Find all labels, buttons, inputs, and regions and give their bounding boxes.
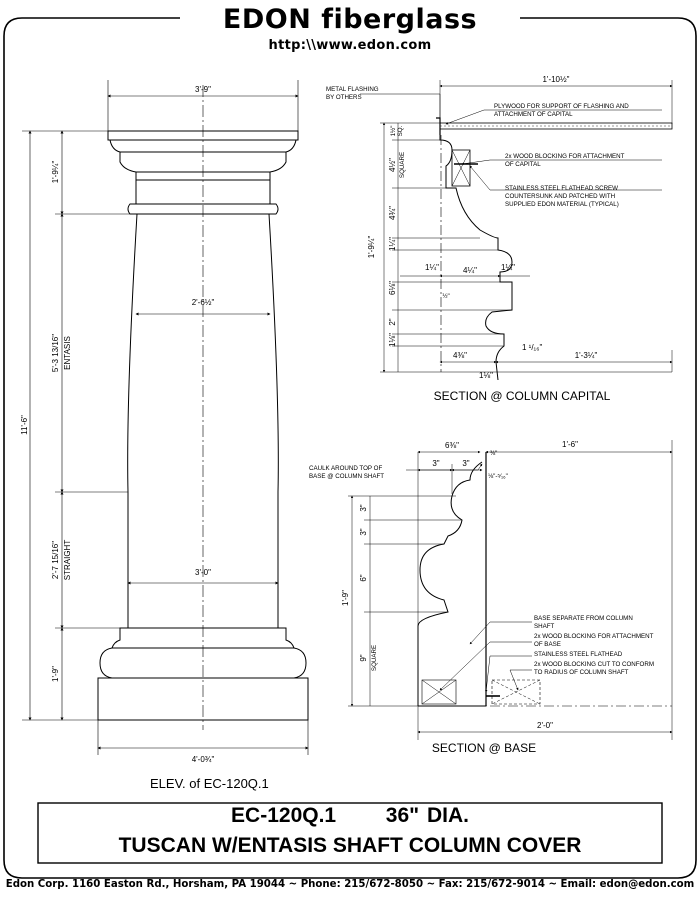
base-note-sep-2: SHAFT xyxy=(534,623,555,630)
base-dim-w3a: 3" xyxy=(432,459,439,468)
cap-dim-w6: 1'-3¼" xyxy=(575,351,598,360)
cap-note-plywood-1: PLYWOOD FOR SUPPORT OF FLASHING AND xyxy=(494,103,629,110)
cap-dim-w3: 1¼" xyxy=(501,263,515,272)
capital-dimensions xyxy=(360,80,673,373)
base-dim-h4: 9" xyxy=(359,654,368,661)
base-dim-overall: 2'-0" xyxy=(537,721,553,730)
cap-dim-d1-sub: SQUARE xyxy=(399,152,406,178)
base-dim-height: 1'-9" xyxy=(341,590,350,606)
title-block-box xyxy=(37,802,663,864)
base-text: 6⅜" ⅜" 1'-6" 3" 3" ⅛"-⁵⁄₁₆" CAULK AROUND… xyxy=(309,440,654,755)
elevation-dimensions xyxy=(22,80,309,755)
brand-url: http:\\www.edon.com xyxy=(268,38,432,53)
cap-dim-d5: 2" xyxy=(388,318,397,325)
cap-note-blocking-2: OF CAPITAL xyxy=(505,161,541,168)
cap-dim-d1: 4½" xyxy=(388,158,397,172)
capital-section-drawing xyxy=(436,117,673,381)
company-footer: Edon Corp. 1160 Easton Rd., Horsham, PA … xyxy=(5,879,695,890)
model-number: EC-120Q.1 xyxy=(231,804,337,827)
cap-note-blocking-1: 2x WOOD BLOCKING FOR ATTACHMENT xyxy=(505,153,625,160)
dim-straight-height: 2'-7 15/16" xyxy=(51,541,60,579)
title-block-line1: EC-120Q.1 36" DIA. xyxy=(40,804,660,828)
cap-dim-overall: 1'-10½" xyxy=(542,75,569,84)
base-note-blocking-2: OF BASE xyxy=(534,641,561,648)
base-dim-w-frac: ⅛"-⁵⁄₁₆" xyxy=(488,473,508,480)
cap-dim-w1: 1¼" xyxy=(425,263,439,272)
dim-bottom-width: 4'-0¾" xyxy=(192,755,215,764)
cap-dim-w8: 1⅛" xyxy=(479,371,493,380)
base-dim-w3b: 3" xyxy=(462,459,469,468)
dim-entasis-height: 5'-3 13/16" xyxy=(51,334,60,372)
base-dim-h3: 6" xyxy=(359,574,368,581)
base-note-blocking-1: 2x WOOD BLOCKING FOR ATTACHMENT xyxy=(534,633,654,640)
cap-dim-d6: 1⅛" xyxy=(388,333,397,347)
cap-dim-w4: ½" xyxy=(442,293,449,300)
base-dim-w-right: 1'-6" xyxy=(562,440,578,449)
cap-dim-d4: 6⅛" xyxy=(388,281,397,295)
base-note-flathead: STAINLESS STEEL FLATHEAD xyxy=(534,651,623,658)
base-dim-h4-sub: SQUARE xyxy=(371,645,378,671)
brand-title: EDON fiberglass xyxy=(222,4,478,35)
cap-dim-d2: 4¾" xyxy=(388,206,397,220)
elevation-dim-text: 3'-9" 4'-0¾" 2'-6½" 3'-0" 11'-6" 1'-9¼" … xyxy=(20,85,214,764)
dim-upper-diameter: 2'-6½" xyxy=(192,298,215,307)
cap-dim-top: 1½" xyxy=(390,126,397,137)
cap-note-flashing-1: METAL FLASHING xyxy=(326,86,379,93)
capital-text: 1'-10½" METAL FLASHING BY OTHERS PLYWOOD… xyxy=(326,75,629,403)
cap-dim-w5: 4⅜" xyxy=(453,351,467,360)
base-dim-h2: 3" xyxy=(359,528,368,535)
cap-note-screw-1: STAINLESS STEEL FLATHEAD SCREW xyxy=(505,185,618,192)
dim-entasis-label: ENTASIS xyxy=(63,336,72,370)
dim-lower-diameter: 3'-0" xyxy=(195,568,211,577)
dim-straight-label: STRAIGHT xyxy=(63,540,72,581)
base-section-drawing xyxy=(417,452,541,707)
dim-overall-height: 11'-6" xyxy=(20,415,29,435)
model-description: TUSCAN W/ENTASIS SHAFT COLUMN COVER xyxy=(118,834,582,857)
cap-note-plywood-2: ATTACHMENT OF CAPITAL xyxy=(494,111,573,118)
cap-dim-top-sub: SQ. xyxy=(397,125,404,136)
base-section-title: SECTION @ BASE xyxy=(432,741,536,755)
base-note-caulk-2: BASE @ COLUMN SHAFT xyxy=(309,473,384,480)
base-note-cut-1: 2x WOOD BLOCKING CUT TO CONFORM xyxy=(534,661,654,668)
base-note-cut-2: TO RADIUS OF COLUMN SHAFT xyxy=(534,669,629,676)
base-dimensions xyxy=(348,440,673,740)
base-dim-w-small: ⅜" xyxy=(490,450,497,457)
cap-dim-height: 1'-9¼" xyxy=(367,236,376,259)
cap-dim-w7: 1 ¹/₁₆" xyxy=(522,343,542,352)
cap-note-screw-3: SUPPLIED EDON MATERIAL (TYPICAL) xyxy=(505,201,619,208)
capital-section-title: SECTION @ COLUMN CAPITAL xyxy=(434,389,611,403)
base-note-sep-1: BASE SEPARATE FROM COLUMN xyxy=(534,615,633,622)
cap-dim-w2: 4¼" xyxy=(463,266,477,275)
base-dim-h1: 3" xyxy=(359,504,368,511)
base-note-caulk-1: CAULK AROUND TOP OF xyxy=(309,465,382,472)
cap-note-screw-2: COUNTERSUNK AND PATCHED WITH xyxy=(505,193,615,200)
base-dim-w-top: 6⅜" xyxy=(445,441,459,450)
cap-note-flashing-2: BY OTHERS xyxy=(326,94,362,101)
dim-top-width: 3'-9" xyxy=(195,85,211,94)
elevation-caption: ELEV. of EC-120Q.1 xyxy=(150,776,269,791)
model-diameter: 36" DIA. xyxy=(385,804,469,827)
dim-capital-height: 1'-9¼" xyxy=(51,161,60,184)
dim-base-height: 1'-9" xyxy=(51,666,60,682)
sheet-border xyxy=(3,17,697,879)
cap-dim-d3: 1¼" xyxy=(388,237,397,251)
